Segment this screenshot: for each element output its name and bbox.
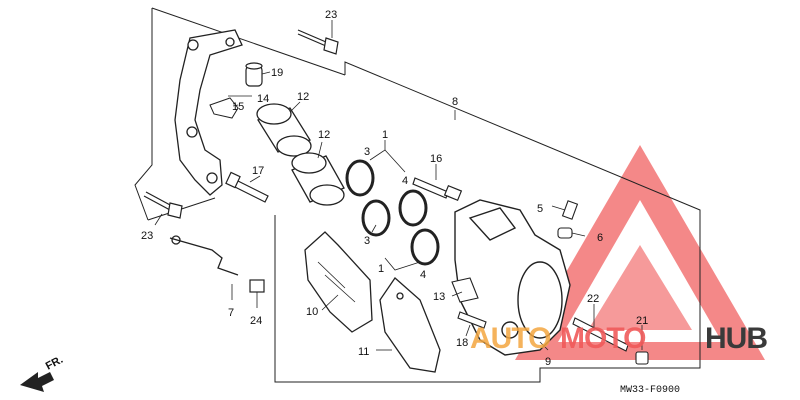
bolt-23-left xyxy=(143,191,183,219)
callout-4-top: 4 xyxy=(402,175,408,187)
callout-19: 19 xyxy=(271,67,283,79)
clip-15 xyxy=(209,97,239,119)
callout-3-bottom: 3 xyxy=(364,235,370,247)
callout-23-left: 23 xyxy=(141,230,153,242)
spring-7 xyxy=(169,235,239,276)
callout-18: 18 xyxy=(456,337,468,349)
piston-12-b xyxy=(291,152,345,206)
caliper-body-9 xyxy=(454,199,571,356)
callout-15: 15 xyxy=(232,101,244,113)
plate-13 xyxy=(451,277,479,303)
pad-10 xyxy=(304,231,373,333)
pin-17 xyxy=(225,171,269,203)
callout-1-bottom: 1 xyxy=(378,263,384,275)
callout-3-top: 3 xyxy=(364,146,370,158)
callout-labels: 23 19 14 15 12 12 8 1 3 4 16 17 23 3 1 4… xyxy=(141,9,648,368)
callout-9: 9 xyxy=(545,356,551,368)
watermark-triangle xyxy=(515,145,765,360)
callout-24: 24 xyxy=(250,315,262,327)
watermark-text: AUTO MOTO HUB xyxy=(470,322,768,355)
leader-lines xyxy=(154,20,643,351)
cap-6 xyxy=(557,227,573,239)
pad-11 xyxy=(379,277,441,373)
callout-21: 21 xyxy=(636,315,648,327)
callout-22: 22 xyxy=(587,293,599,305)
plug-21 xyxy=(635,351,649,365)
callout-16: 16 xyxy=(430,153,442,165)
bolt-23-top xyxy=(297,29,339,55)
callout-10: 10 xyxy=(306,306,318,318)
front-arrow-icon xyxy=(20,372,54,392)
watermark-hub: HUB xyxy=(705,322,767,355)
callout-6: 6 xyxy=(597,232,603,244)
piston-12-a xyxy=(256,103,312,157)
watermark-auto: AUTO xyxy=(470,322,551,355)
callout-5: 5 xyxy=(537,203,543,215)
callout-13: 13 xyxy=(433,291,445,303)
callout-7: 7 xyxy=(228,307,234,319)
callout-4-bottom: 4 xyxy=(420,269,426,281)
front-direction-label: FR. xyxy=(44,354,65,373)
callout-14: 14 xyxy=(257,93,269,105)
pin-22 xyxy=(572,317,629,352)
callout-17: 17 xyxy=(252,165,264,177)
callout-11: 11 xyxy=(358,346,369,358)
bleeder-5 xyxy=(561,200,579,220)
callout-12-b: 12 xyxy=(318,129,330,141)
bolt-18 xyxy=(457,311,487,329)
callout-1-top: 1 xyxy=(382,129,388,141)
boot-19 xyxy=(245,62,263,87)
callout-8: 8 xyxy=(452,96,458,108)
caliper-bracket xyxy=(174,29,243,196)
pin-16 xyxy=(412,177,463,202)
callout-12-a: 12 xyxy=(297,91,309,103)
seal-rings xyxy=(345,159,440,266)
bolt-24 xyxy=(249,279,265,293)
assembly-outline xyxy=(134,7,701,383)
callout-23-top: 23 xyxy=(325,9,337,21)
watermark-moto: MOTO xyxy=(560,322,646,355)
diagram-code: MW33-F0900 xyxy=(620,385,680,396)
